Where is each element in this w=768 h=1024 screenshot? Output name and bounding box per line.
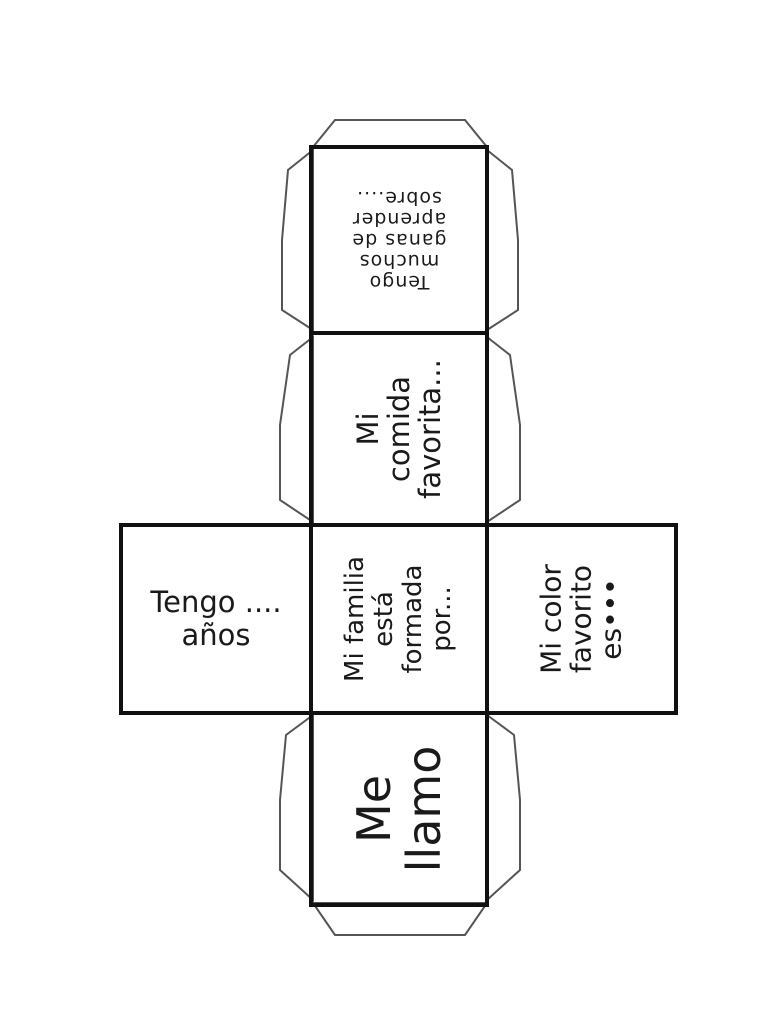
face-right-line: es••• <box>594 578 627 660</box>
face-center-line: por... <box>427 586 457 652</box>
face-upper-line: favorita... <box>412 359 447 499</box>
face-top-line: muchos <box>358 250 440 273</box>
face-bottom-line: llamo <box>397 745 451 873</box>
face-top-line: aprender <box>351 208 447 231</box>
cube-faces <box>119 145 678 907</box>
glue-tabs <box>279 119 521 936</box>
face-center-text: Mi familia está formada por... <box>311 525 487 713</box>
glue-tab-upper-left <box>279 334 314 524</box>
face-upper-line: Mi <box>350 412 385 446</box>
face-center-line: formada <box>398 564 428 674</box>
face-upper-text: Mi comida favorita... <box>311 333 487 525</box>
glue-tab-upper-right <box>486 334 521 524</box>
face-top-line: ganas de <box>351 229 447 252</box>
glue-tab-bottom-right <box>486 713 521 903</box>
face-left-line: años <box>181 618 251 652</box>
face-top-line: sobre.... <box>356 187 442 210</box>
face-upper-line: comida <box>381 375 416 483</box>
glue-tab-bottom <box>311 902 489 936</box>
face-bottom-line: Me <box>347 775 401 843</box>
glue-tab-top <box>310 119 490 148</box>
face-right-text: Mi color favorito es••• <box>487 525 676 713</box>
face-right <box>485 523 678 715</box>
glue-tab-bottom-left <box>279 713 314 903</box>
face-top-text: Tengo muchos ganas de aprender sobre.... <box>306 152 492 328</box>
face-left-line: Tengo .... <box>150 585 282 619</box>
face-right-line: Mi color <box>534 564 567 674</box>
face-left-text: Tengo .... años <box>121 525 311 713</box>
face-bottom <box>309 711 489 907</box>
face-top-line: Tengo <box>368 271 430 294</box>
face-bottom-text: Me llamo <box>311 713 487 905</box>
face-center-line: está <box>369 591 399 647</box>
face-center-line: Mi familia <box>340 556 370 682</box>
face-right-line: favorito <box>564 564 597 674</box>
